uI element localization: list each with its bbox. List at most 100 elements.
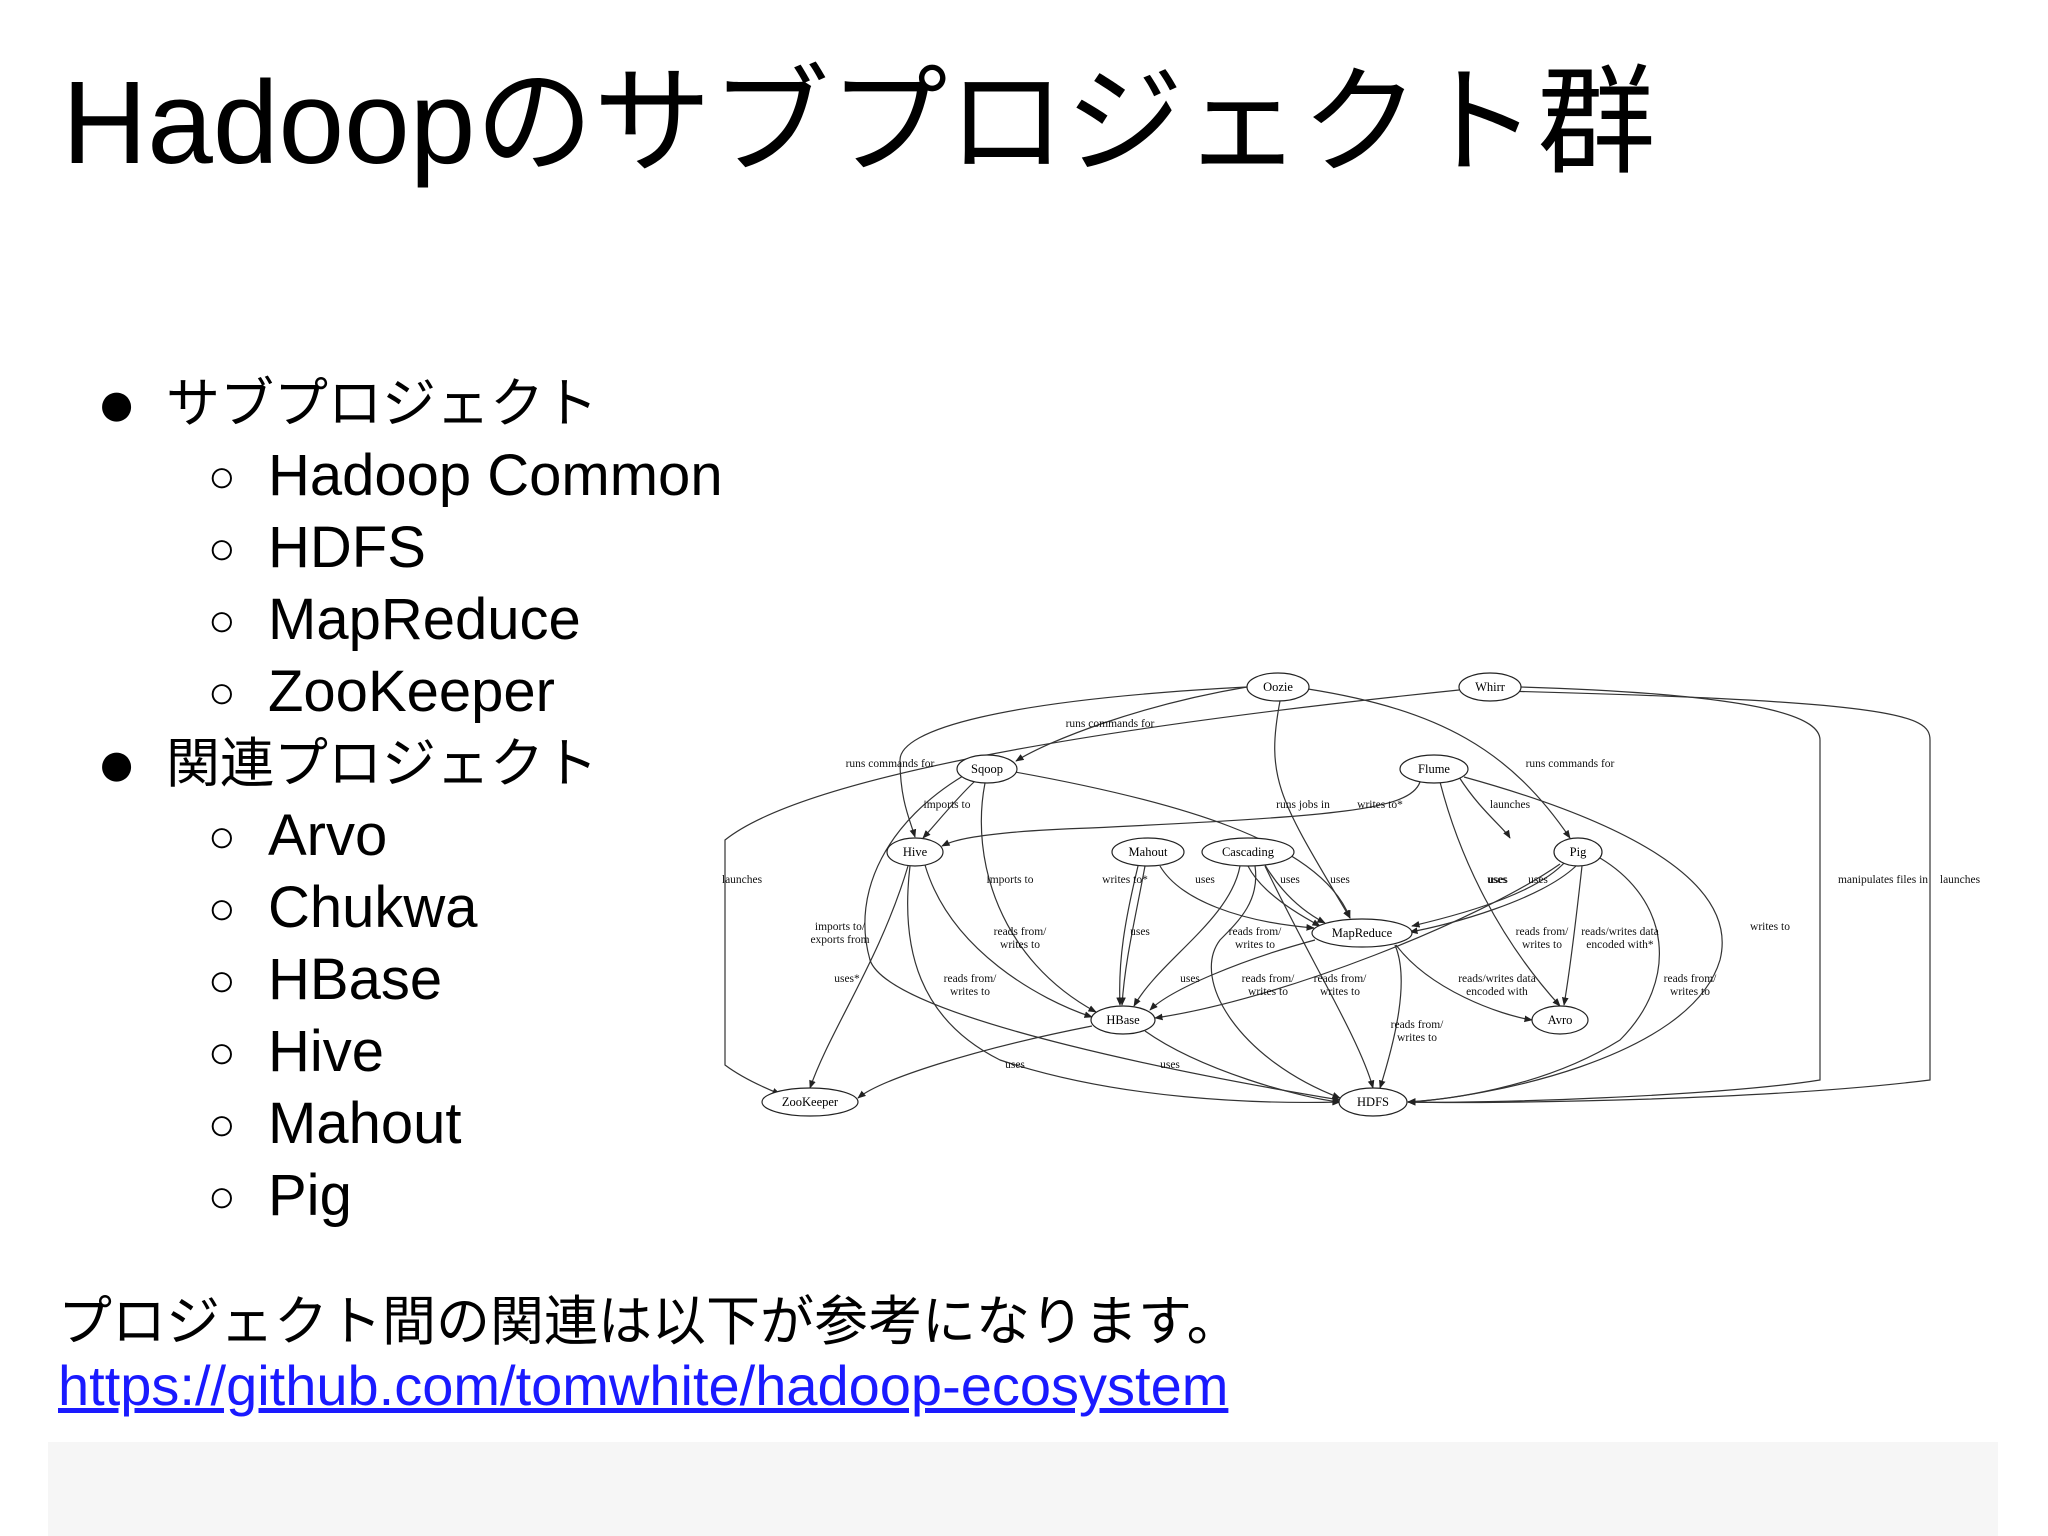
diagram-edge — [1274, 700, 1351, 919]
list-item: Hadoop Common — [100, 440, 723, 512]
reference-text: プロジェクト間の関連は以下が参考になります。 — [58, 1290, 1241, 1353]
bullet-subprojects: サブプロジェクト — [100, 368, 723, 440]
diagram-node-hive — [886, 837, 944, 867]
diagram-edge-label: uses — [1528, 874, 1548, 886]
list-item: ZooKeeper — [100, 656, 723, 728]
diagram-node-mahout — [1111, 837, 1185, 867]
diagram-edge — [1458, 776, 1511, 839]
diagram-edge — [1407, 776, 1723, 1105]
diagram-node-label-oozie: Oozie — [1263, 680, 1293, 694]
diagram-node-label-mahout: Mahout — [1129, 845, 1168, 859]
diagram-edge — [907, 865, 1341, 1106]
diagram-edge — [1159, 865, 1315, 931]
diagram-edge-label: uses — [1280, 874, 1300, 886]
diagram-edge — [1264, 864, 1326, 924]
bullet-list: サブプロジェクト Hadoop Common HDFS MapReduce Zo… — [100, 368, 723, 1232]
diagram-edge-label: runs commands for — [846, 758, 935, 770]
diagram-node-cascading — [1201, 837, 1295, 867]
ecosystem-link[interactable]: https://github.com/tomwhite/hadoop-ecosy… — [58, 1354, 1229, 1417]
diagram-node-hbase — [1090, 1005, 1156, 1035]
diagram-edge — [1379, 944, 1402, 1089]
diagram-node-mapreduce — [1311, 918, 1413, 948]
diagram-edge-label: runs commands for — [1066, 718, 1155, 730]
list-item: Arvo — [100, 800, 723, 872]
diagram-edge-label: uses* — [834, 973, 860, 985]
diagram-edge — [1395, 944, 1533, 1023]
diagram-edge — [1561, 865, 1583, 1006]
diagram-edge — [724, 689, 1460, 1095]
diagram-edge — [941, 781, 1421, 847]
diagram-edge — [809, 865, 909, 1089]
diagram-edge-label: manipulates files in — [1838, 874, 1928, 886]
reference-block: プロジェクト間の関連は以下が参考になります。 https://github.co… — [58, 1290, 1241, 1418]
diagram-node-label-zookeeper: ZooKeeper — [782, 1095, 839, 1109]
diagram-edge-label: uses — [1160, 1059, 1180, 1071]
diagram-edge — [1407, 689, 1931, 1106]
diagram-edge-label: uses — [1487, 874, 1507, 886]
diagram-edge — [1133, 865, 1241, 1007]
diagram-edge-label: imports to — [987, 874, 1034, 886]
bullet-related-projects: 関連プロジェクト — [100, 728, 723, 800]
diagram-edge-label: runs jobs in — [1276, 799, 1330, 811]
diagram-edge — [1210, 865, 1341, 1099]
diagram-edge — [924, 864, 1093, 1018]
diagram-edge — [922, 780, 976, 839]
diagram-edge-label: uses — [1180, 973, 1200, 985]
diagram-edge-label: reads from/writes to — [944, 973, 997, 998]
diagram-edge — [1411, 860, 1567, 928]
diagram-edge-label: reads from/writes to — [1664, 973, 1717, 998]
diagram-edge-label: uses — [1195, 874, 1215, 886]
diagram-node-label-mapreduce: MapReduce — [1332, 926, 1393, 940]
diagram-node-label-flume: Flume — [1418, 762, 1450, 776]
diagram-edge-label: imports to — [924, 799, 971, 811]
diagram-node-label-avro: Avro — [1548, 1013, 1573, 1027]
diagram-edge — [1116, 865, 1139, 1006]
diagram-edge-label: runs commands for — [1526, 758, 1615, 770]
diagram-edge-label: reads from/writes to — [1314, 973, 1367, 998]
diagram-node-label-hdfs: HDFS — [1357, 1095, 1389, 1109]
diagram-edge-label: reads from/writes to — [1391, 1019, 1444, 1044]
diagram-edge — [1409, 865, 1577, 935]
diagram-edge — [1247, 865, 1321, 927]
diagram-node-label-sqoop: Sqoop — [971, 762, 1003, 776]
diagram-node-pig — [1553, 837, 1603, 867]
diagram-node-flume — [1399, 754, 1469, 784]
diagram-edge-label: writes to* — [1102, 874, 1148, 886]
diagram-node-label-hive: Hive — [903, 845, 928, 859]
list-item: Mahout — [100, 1088, 723, 1160]
diagram-node-label-cascading: Cascading — [1222, 845, 1275, 859]
diagram-edge — [1015, 686, 1248, 762]
diagram-node-label-hbase: HBase — [1106, 1013, 1140, 1027]
diagram-edge — [1264, 865, 1375, 1089]
diagram-edge-label: reads from/writes to — [1516, 926, 1569, 951]
diagram-node-avro — [1531, 1005, 1589, 1035]
diagram-edge — [1407, 686, 1821, 1106]
diagram-edge-label: reads from/writes to — [1229, 926, 1282, 951]
diagram-edge-label: launches — [722, 874, 763, 886]
diagram-edge-label: launches — [1940, 874, 1981, 886]
diagram-edge-label: uses — [1488, 874, 1508, 886]
diagram-edge — [1144, 1030, 1341, 1105]
slide-footer-band — [48, 1442, 1998, 1536]
diagram-edge-label: launches — [1490, 799, 1531, 811]
diagram-node-sqoop — [956, 754, 1018, 784]
diagram-edge-label: uses — [1130, 926, 1150, 938]
diagram-edge — [1149, 939, 1316, 1011]
diagram-node-whirr — [1458, 672, 1522, 702]
diagram-edge — [1154, 863, 1561, 1021]
list-item: HDFS — [100, 512, 723, 584]
diagram-edge-label: reads from/writes to — [1242, 973, 1295, 998]
diagram-edge — [980, 782, 1097, 1013]
list-item: MapReduce — [100, 584, 723, 656]
diagram-edge — [864, 775, 1341, 1103]
diagram-edge — [1014, 771, 1351, 919]
list-item: Hive — [100, 1016, 723, 1088]
diagram-node-zookeeper — [761, 1087, 859, 1117]
diagram-edge-label: imports to/exports from — [810, 921, 869, 946]
diagram-node-label-pig: Pig — [1570, 845, 1587, 859]
list-item: Chukwa — [100, 872, 723, 944]
diagram-edge — [899, 686, 1248, 838]
diagram-edge-label: reads from/writes to — [994, 926, 1047, 951]
diagram-node-oozie — [1246, 672, 1310, 702]
